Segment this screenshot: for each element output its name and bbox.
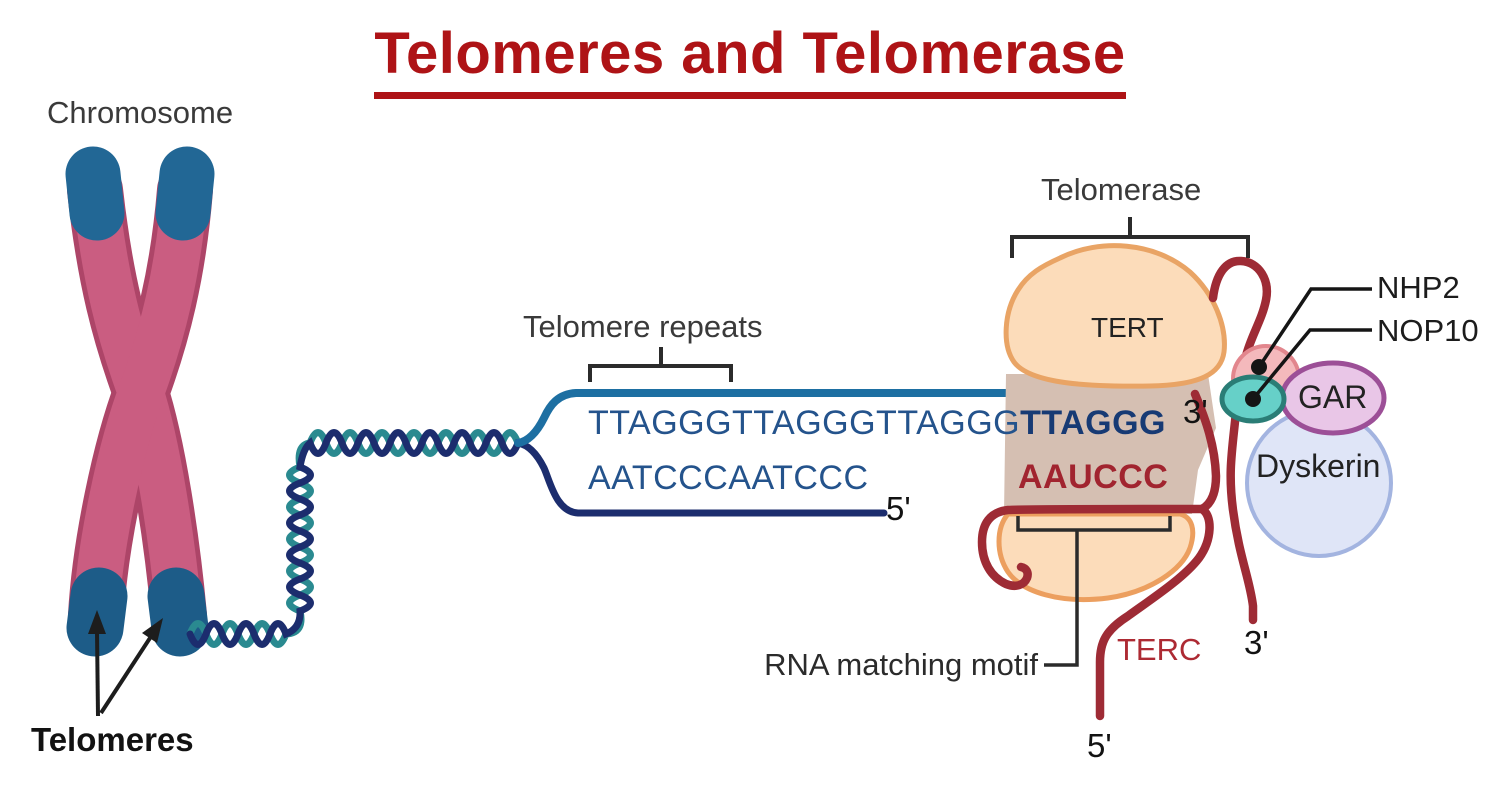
telomere-repeats-label: Telomere repeats	[523, 309, 763, 344]
terc-5prime-label: 5'	[1087, 727, 1112, 764]
terc-segment-down	[1190, 389, 1221, 514]
telomere-cap-bottom-right	[147, 567, 209, 657]
terc-3prime-label: 3'	[1244, 624, 1269, 661]
page-title-wrap: Telomeres and Telomerase	[0, 20, 1500, 99]
page-title: Telomeres and Telomerase	[374, 20, 1126, 99]
dna-bottom-sequence: AATCCCAATCCC	[588, 459, 869, 497]
terc-segment-5prime	[1095, 504, 1214, 721]
dna-top-sequence: TTAGGGTTAGGGTTAGGGTTAGGG	[588, 406, 1166, 440]
telomerase-bracket	[1010, 217, 1250, 258]
tert-label: TERT	[1091, 312, 1164, 343]
telomere-cap-top-left	[65, 146, 125, 241]
dna-top-3prime-label: 3'	[1183, 393, 1208, 430]
rna-binding-domain-blob	[996, 511, 1196, 603]
terc-label: TERC	[1117, 632, 1202, 667]
dna-top-sequence-new-repeat: TTAGGG	[1020, 404, 1166, 442]
nop10-leader-line	[1251, 328, 1372, 401]
gar-label: GAR	[1298, 379, 1368, 415]
telomere-repeats-bracket	[588, 347, 733, 382]
chromosome-illustration	[65, 146, 215, 657]
chromatid-right	[73, 167, 208, 635]
terc-segment-wrap-left	[977, 504, 1207, 590]
nop10-dot	[1245, 391, 1261, 407]
telomere-pointer-arrows	[88, 610, 163, 717]
annotation-brackets	[588, 217, 1250, 667]
nop10-label: NOP10	[1377, 313, 1479, 348]
helix-strand-navy-and-bottom-strand	[186, 429, 888, 648]
tert-domain-blob	[1003, 243, 1227, 389]
dna-top-sequence-repeats: TTAGGGTTAGGGTTAGGG	[588, 404, 1021, 442]
protein-leader-lines	[1251, 287, 1372, 401]
rna-matching-motif-label: RNA matching motif	[764, 647, 1038, 682]
dyskerin-label: Dyskerin	[1256, 448, 1381, 484]
nhp2-dot	[1251, 359, 1267, 375]
arrow-line	[95, 630, 100, 717]
rna-matching-motif-bracket	[1016, 516, 1172, 667]
telomeres-label: Telomeres	[31, 721, 194, 758]
telomerase-core-band	[1004, 374, 1216, 514]
arrow-line	[99, 636, 152, 715]
arrowhead-icon	[88, 610, 106, 634]
telomerase-label: Telomerase	[1041, 172, 1202, 207]
arrowhead-icon	[142, 618, 163, 643]
dna-top-strand-line	[514, 389, 1200, 447]
rna-template-sequence: AAUCCC	[1018, 458, 1169, 496]
dna-bottom-5prime-label: 5'	[886, 490, 911, 527]
nhp2-leader-line	[1257, 287, 1372, 368]
dna-double-helix	[186, 389, 1200, 648]
telomere-cap-top-right	[155, 146, 215, 241]
chromosome-label: Chromosome	[47, 95, 234, 130]
nhp2-label: NHP2	[1377, 270, 1460, 305]
helix-strand-teal	[186, 429, 522, 648]
